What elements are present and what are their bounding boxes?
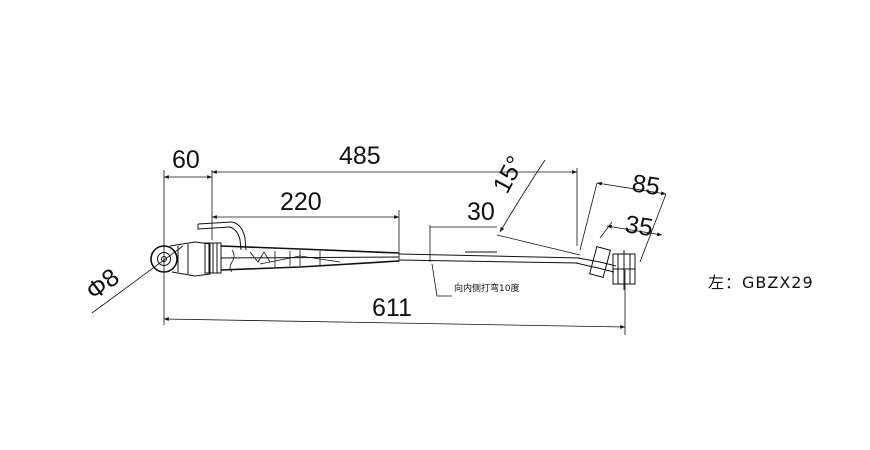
dim-35: 35 — [623, 210, 655, 242]
model-label: 左：GBZX29 — [708, 273, 814, 292]
wiper-arm — [150, 221, 636, 290]
dim-485: 485 — [339, 142, 381, 170]
dim-85: 85 — [630, 169, 662, 201]
dim-30: 30 — [467, 198, 495, 226]
dim-15-degree: 15° — [488, 151, 530, 198]
dim-60: 60 — [172, 146, 200, 174]
dim-611: 611 — [372, 294, 412, 322]
dimension-lines — [91, 159, 667, 329]
dim-phi8: Φ8 — [81, 263, 125, 306]
dim-220: 220 — [280, 188, 322, 216]
extension-lines — [163, 168, 626, 335]
bend-note: 向内侧打弯10度 — [454, 282, 519, 294]
